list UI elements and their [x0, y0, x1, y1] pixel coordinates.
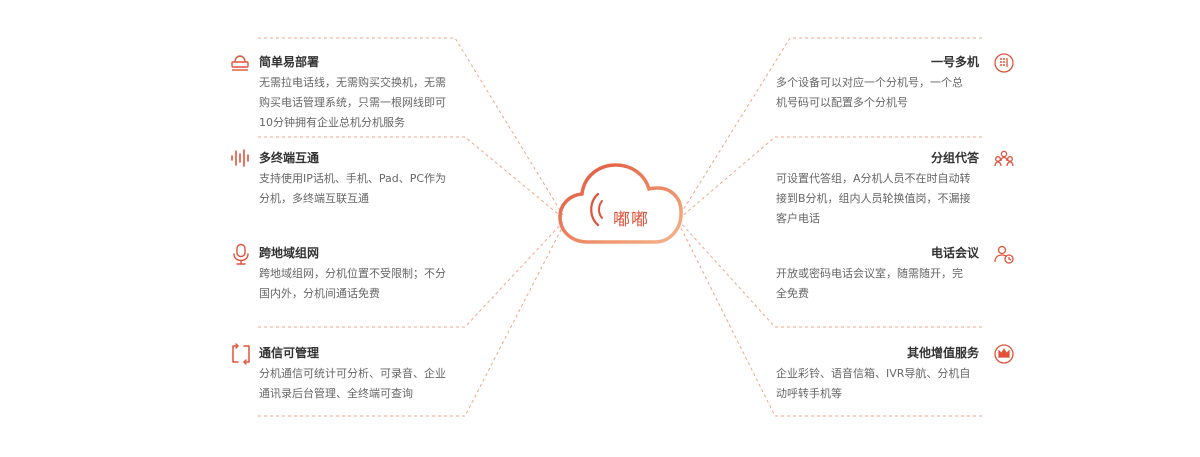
refresh-icon	[230, 343, 252, 365]
feature-title: 电话会议	[930, 246, 979, 260]
conference-icon	[993, 243, 1015, 265]
feature-desc-line: 接到B分机，组内人员轮换值岗，不漏接	[776, 192, 971, 205]
feature-desc-line: 机号码可以配置多个分机号	[776, 96, 908, 109]
feature-desc-line: 分机，多终端互联互通	[259, 192, 369, 205]
feature-desc-line: 多个设备可以对应一个分机号，一个总	[776, 76, 963, 89]
feature-desc-line: 跨地域组网，分机位置不受限制；不分	[259, 267, 446, 280]
feature-cross-region: 跨地域组网 跨地域组网，分机位置不受限制；不分 国内外，分机间通话免费	[259, 245, 474, 304]
feature-desc-line: 动呼转手机等	[776, 387, 842, 400]
feature-group-pickup: 分组代答 可设置代答组，A分机人员不在时自动转 接到B分机，组内人员轮换值岗，不…	[764, 150, 979, 229]
crown-icon	[993, 343, 1015, 365]
phone-icon	[590, 192, 603, 227]
feature-conference: 电话会议 开放或密码电话会议室，随需随开，完 全免费	[764, 245, 979, 304]
feature-title: 多终端互通	[259, 151, 320, 165]
feature-manageable: 通信可管理 分机通信可统计可分析、可录音、企业 通讯录后台管理、全终端可查询	[259, 345, 474, 404]
feature-value-added: 其他增值服务 企业彩铃、语音信箱、IVR导航、分机自 动呼转手机等	[764, 345, 979, 404]
brand-name: 嘟嘟	[613, 210, 649, 230]
feature-desc-line: 国内外，分机间通话免费	[259, 287, 380, 300]
feature-desc-line: 客户电话	[776, 212, 820, 225]
feature-desc-line: 通讯录后台管理、全终端可查询	[259, 387, 413, 400]
dialpad-icon	[993, 52, 1015, 74]
feature-title: 分组代答	[930, 151, 979, 165]
feature-desc-line: 无需拉电话线，无需购买交换机，无需	[259, 76, 446, 89]
feature-title: 一号多机	[930, 55, 979, 69]
microphone-icon	[230, 243, 252, 265]
feature-desc-line: 10分钟拥有企业总机分机服务	[259, 116, 405, 129]
feature-desc-line: 企业彩铃、语音信箱、IVR导航、分机自	[776, 367, 971, 380]
cloud-logo	[558, 163, 683, 244]
feature-simple-deploy: 简单易部署 无需拉电话线，无需购买交换机，无需 购买电话管理系统，只需一根网线即…	[259, 54, 474, 133]
feature-title: 跨地域组网	[259, 246, 320, 260]
feature-desc-line: 开放或密码电话会议室，随需随开，完	[776, 267, 963, 280]
feature-desc-line: 支持使用IP话机、手机、Pad、PC作为	[259, 172, 447, 185]
router-icon	[229, 52, 251, 74]
feature-multi-terminal: 多终端互通 支持使用IP话机、手机、Pad、PC作为 分机，多终端互联互通	[259, 150, 474, 209]
feature-one-number: 一号多机 多个设备可以对应一个分机号，一个总 机号码可以配置多个分机号	[764, 54, 979, 113]
feature-desc-line: 分机通信可统计可分析、可录音、企业	[259, 367, 446, 380]
feature-desc-line: 可设置代答组，A分机人员不在时自动转	[776, 172, 971, 185]
feature-desc-line: 全免费	[776, 287, 809, 300]
feature-desc-line: 购买电话管理系统，只需一根网线即可	[259, 96, 446, 109]
group-icon	[993, 148, 1015, 170]
feature-title: 其他增值服务	[906, 346, 979, 360]
soundwave-icon	[229, 147, 251, 169]
feature-title: 通信可管理	[259, 346, 320, 360]
feature-title: 简单易部署	[259, 55, 320, 69]
